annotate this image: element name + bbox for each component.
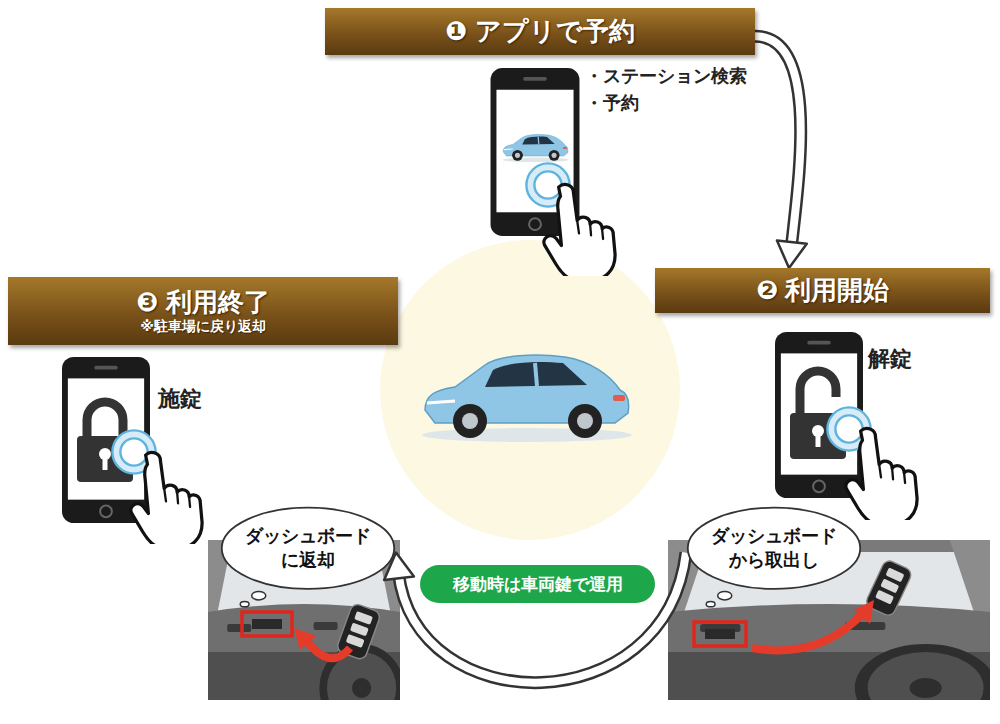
speech-bubble: ダッシュボード に返却 bbox=[220, 506, 396, 591]
phone-unlock bbox=[775, 332, 917, 525]
step-banner: ❷ 利用開始 bbox=[655, 268, 990, 313]
step-banner: ❸ 利用終了※駐車場に戻り返却 bbox=[8, 277, 398, 345]
status-pill: 移動時は車両鍵で運用 bbox=[420, 565, 655, 603]
node-text: ❶ アプリで予約 bbox=[445, 16, 634, 47]
node-text: ダッシュボード から取出し bbox=[708, 524, 840, 573]
node-text: 移動時は車両鍵で運用 bbox=[453, 573, 623, 596]
center-circle bbox=[380, 240, 680, 540]
annotation-label: 解錠 bbox=[868, 346, 912, 372]
node-subtext: ※駐車場に戻り返却 bbox=[140, 318, 266, 335]
annotation-label: ・ステーション検索 bbox=[585, 66, 747, 88]
annotation-label: 施錠 bbox=[158, 386, 202, 412]
node-text: ダッシュボード に返却 bbox=[242, 524, 374, 573]
step-banner: ❶ アプリで予約 bbox=[325, 8, 755, 55]
node-text: ❸ 利用終了 bbox=[136, 287, 269, 318]
phone-lock bbox=[62, 357, 202, 549]
flow-arrow bbox=[384, 553, 686, 683]
node-text: ❷ 利用開始 bbox=[756, 275, 889, 306]
flow-arrow bbox=[755, 36, 807, 268]
bubble-outline bbox=[220, 506, 396, 591]
speech-bubble: ダッシュボード から取出し bbox=[686, 506, 862, 591]
bubble-outline bbox=[686, 506, 862, 591]
annotation-label: ・予約 bbox=[585, 93, 639, 115]
